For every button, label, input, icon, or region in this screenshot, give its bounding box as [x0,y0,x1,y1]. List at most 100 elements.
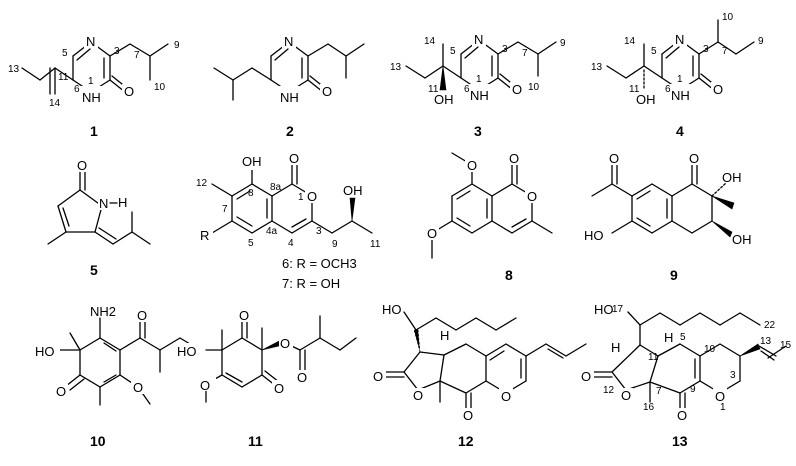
atom-nh: NH [82,90,101,105]
locants-4: 1 3 5 6 7 9 10 11 13 14 [591,12,764,95]
locant: 7 [222,204,228,215]
atom-nh: NH [671,88,690,103]
atom-n: N [284,34,293,49]
locants-1: 1 3 5 6 7 9 10 11 13 14 [8,40,180,109]
locant: 1 [677,74,683,85]
atom-o: O [677,408,687,423]
atom-o: O [413,388,423,403]
locant: 3 [316,226,322,237]
atom-ho: HO [584,228,604,243]
atom-o: O [621,388,631,403]
atom-oh: OH [722,170,742,185]
atom-o: O [56,384,66,399]
atom-nh: NH [280,90,299,105]
atom-o: O [715,389,725,404]
atom-o: O [133,380,143,395]
locant: 10 [154,82,166,93]
locant: 13 [760,336,772,347]
locant: 7 [522,48,528,59]
locant: 5 [651,46,657,57]
r-group-6: 6: R = OCH3 [282,256,357,271]
structure-8 [431,152,553,259]
compound-id-11: 11 [248,433,263,449]
compound-id-1: 1 [90,123,98,139]
compound-id-3: 3 [474,123,482,139]
locant: 6 [665,84,671,95]
atom-ho: HO [177,344,197,359]
locant: 11 [58,72,69,83]
locant: 13 [591,62,603,73]
locant: 7 [656,386,662,397]
structure-6-7 [211,159,373,234]
atom-o: O [322,84,332,99]
atom-ho: HO [382,302,402,317]
locant: 7 [722,46,728,57]
atom-n: N [86,34,95,49]
atom-o: O [124,84,134,99]
atom-o: O [512,82,522,97]
locant: 5 [62,48,68,59]
atom-o: O [609,151,619,166]
structure-1 [21,41,169,95]
locant: 10 [722,12,734,23]
locant: 3 [502,44,508,55]
locant: 13 [390,62,402,73]
locant: 5 [680,332,686,343]
locant: 16 [643,402,655,413]
locant: 9 [690,384,696,395]
locant: 6 [464,84,470,95]
atom-h: H [440,328,449,343]
locant: 7 [134,50,140,61]
atom-h: H [118,195,127,210]
atom-o: O [200,378,210,393]
locant: 1 [476,74,482,85]
locant: 12 [196,178,208,189]
atom-n: N [474,32,483,47]
locant: 12 [603,385,615,396]
atom-o: O [373,369,383,384]
locant: 10 [704,344,716,355]
atom-ho: HO [35,344,55,359]
locant: 5 [450,46,456,57]
locant: 14 [49,98,61,109]
locant: 4 [288,238,294,249]
atom-o: O [289,151,299,166]
atom-o: O [427,226,437,241]
atom-ho: HO [594,302,614,317]
locant: 17 [612,304,624,315]
compound-id-9: 9 [670,267,678,283]
structure-13 [593,311,787,411]
atom-o: O [239,308,249,323]
atom-nh: NH [470,88,489,103]
locants-6: 1 3 4 4a 5 7 8 8a 9 11 12 [196,178,381,250]
compound-id-12: 12 [458,433,474,449]
locant: 11 [428,84,439,95]
locants-3: 1 3 5 6 7 9 10 11 13 14 [390,36,566,95]
locant: 3 [730,370,736,381]
locant: 1 [88,76,94,87]
atom-o: O [689,151,699,166]
atom-oh: OH [636,92,656,107]
atom-h: H [611,340,620,355]
locant: 3 [114,46,120,57]
locant: 1 [720,402,726,413]
locant: 9 [174,40,180,51]
atom-n: N [99,196,108,211]
compound-id-10: 10 [90,433,106,449]
atom-o: O [137,308,147,323]
locant: 11 [629,84,640,95]
atom-o: O [297,370,307,385]
locant: 9 [758,36,764,47]
compound-id-8: 8 [505,267,513,283]
atom-n: N [675,32,684,47]
locants-13: 1 3 5 7 9 10 11 12 13 15 16 17 22 [603,304,792,413]
locant: 10 [528,82,540,93]
atom-oh: OH [732,232,752,247]
atom-o: O [307,189,317,204]
locant: 6 [74,84,80,95]
atom-o: O [77,158,87,173]
atom-h: H [664,330,673,345]
locant: 4a [266,226,278,237]
atom-oh: OH [434,92,454,107]
